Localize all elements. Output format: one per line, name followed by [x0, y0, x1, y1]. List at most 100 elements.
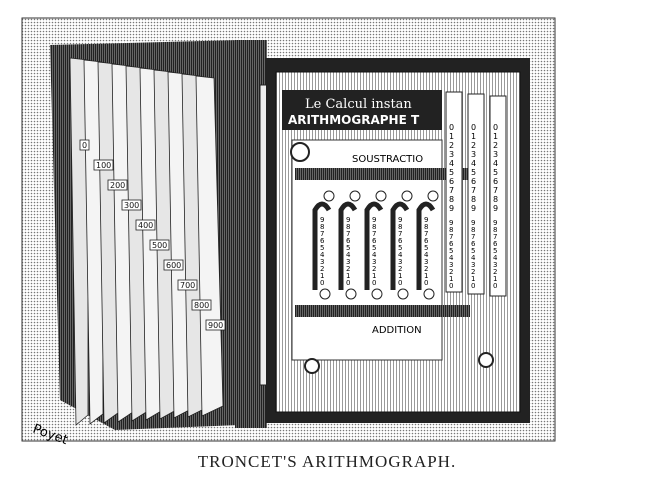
- header-line1: Le Calcul instan: [305, 97, 412, 112]
- digit-columns: 9876543210987654321098765432109876543210…: [312, 190, 439, 300]
- label-soustraction: SOUSTRACTIO: [352, 154, 423, 165]
- side-digit: 1: [471, 132, 476, 141]
- side-digit: 9: [471, 219, 475, 227]
- column-digit: 5: [346, 244, 350, 252]
- column-digit: 6: [320, 237, 325, 245]
- side-digit: 6: [493, 177, 498, 186]
- side-digit: 1: [493, 132, 498, 141]
- digit-hole: [319, 288, 331, 300]
- side-digit: 2: [493, 268, 497, 276]
- column-digit: 2: [372, 265, 376, 273]
- side-digit: 6: [471, 240, 476, 248]
- header-plate: [282, 90, 442, 130]
- side-digit: 9: [493, 204, 498, 213]
- side-digit: 7: [493, 233, 497, 241]
- column-digit: 3: [320, 258, 324, 266]
- digit-hole: [349, 190, 361, 202]
- column-digit: 2: [398, 265, 402, 273]
- side-digit: 5: [449, 168, 454, 177]
- column-digit: 6: [424, 237, 429, 245]
- stylus-slot: [364, 201, 384, 290]
- side-digit: 7: [471, 186, 476, 195]
- column-digit: 0: [346, 279, 350, 287]
- page-tab-label: 500: [152, 241, 167, 250]
- column-digit: 6: [346, 237, 351, 245]
- side-digit: 8: [449, 195, 454, 204]
- column-digit: 9: [372, 216, 376, 224]
- book-pages: [69, 57, 224, 426]
- column-digit: 4: [320, 251, 325, 259]
- stylus-slot: [416, 201, 436, 290]
- arithmograph-illustration: 0 100 200 300 4 0 0 500 6 0 0 700 8 0 0 9 0 0 Le Calcul i…: [21, 17, 556, 448]
- page-tab-label: 200: [110, 181, 125, 190]
- digit-hole: [323, 190, 335, 202]
- side-digit: 9: [449, 219, 453, 227]
- page-tab: [93, 159, 114, 171]
- figure-caption: TRONCET'S ARITHMOGRAPH.: [197, 452, 457, 471]
- side-digit: 9: [449, 204, 454, 213]
- column-digit: 0: [320, 279, 324, 287]
- side-digit: 4: [471, 254, 476, 262]
- side-digit: 9: [493, 219, 497, 227]
- column-digit: 9: [320, 216, 324, 224]
- side-digit: 3: [493, 261, 497, 269]
- side-slide: [467, 93, 485, 295]
- side-digit: 5: [493, 168, 498, 177]
- label-addition: ADDITION: [372, 325, 422, 336]
- side-digit: 0: [493, 282, 497, 290]
- side-digit: 1: [471, 275, 475, 283]
- column-digit: 7: [424, 230, 428, 238]
- page-tab: [177, 279, 198, 291]
- side-digit: 2: [471, 141, 476, 150]
- page-tab: [107, 179, 128, 191]
- column-digit: 1: [398, 272, 402, 280]
- side-digit: 2: [449, 268, 453, 276]
- column-digit: 3: [424, 258, 428, 266]
- side-digit: 6: [449, 177, 454, 186]
- column-digit: 1: [372, 272, 376, 280]
- column-digit: 0: [424, 279, 428, 287]
- stylus-slot: [338, 201, 358, 290]
- page-tab-label: 700: [180, 281, 195, 290]
- side-digit: 4: [449, 254, 454, 262]
- column-digit: 7: [372, 230, 376, 238]
- page-tab: [135, 219, 156, 231]
- side-digit: 2: [449, 141, 454, 150]
- digit-hole: [345, 288, 357, 300]
- column-digit: 2: [346, 265, 350, 273]
- column-digit: 1: [424, 272, 428, 280]
- side-digit: 9: [471, 204, 476, 213]
- side-digit: 0: [449, 282, 453, 290]
- side-digit: 5: [471, 247, 475, 255]
- knob-icon: [290, 142, 310, 162]
- column-digit: 0: [372, 279, 376, 287]
- column-digit: 4: [346, 251, 351, 259]
- digit-hole: [401, 190, 413, 202]
- column-digit: 0: [398, 279, 402, 287]
- page-tab-label: 100: [96, 161, 111, 170]
- side-digit: 0: [471, 123, 476, 132]
- column-digit: 7: [320, 230, 324, 238]
- side-digit: 7: [449, 233, 453, 241]
- column-digit: 5: [424, 244, 428, 252]
- side-digit: 8: [493, 226, 497, 234]
- page-tab: [163, 259, 184, 271]
- column-digit: 8: [320, 223, 324, 231]
- side-digit: 3: [471, 261, 475, 269]
- side-digit: 0: [493, 123, 498, 132]
- column-digit: 1: [346, 272, 350, 280]
- column-digit: 2: [320, 265, 324, 273]
- side-slide: [489, 95, 507, 297]
- side-digit: 1: [449, 275, 453, 283]
- column-digit: 4: [372, 251, 377, 259]
- side-digit: 4: [493, 254, 498, 262]
- column-digit: 8: [372, 223, 376, 231]
- column-digit: 6: [372, 237, 377, 245]
- column-digit: 3: [372, 258, 376, 266]
- side-digit: 3: [493, 150, 498, 159]
- side-slide: [445, 91, 463, 293]
- page-tab-label: 300: [124, 201, 139, 210]
- column-digit: 8: [424, 223, 428, 231]
- digit-hole: [423, 288, 435, 300]
